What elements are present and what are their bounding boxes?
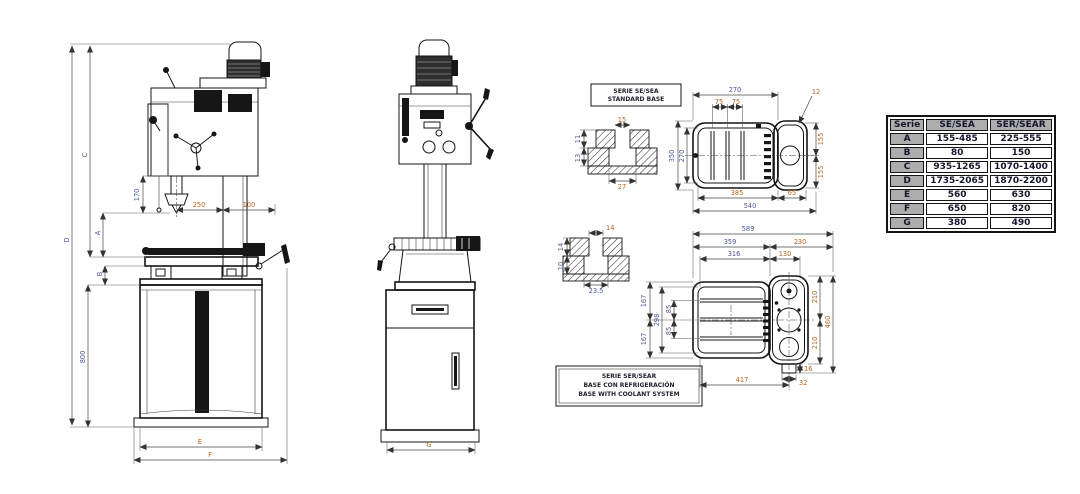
table-cell-value: 1870-2200 [990, 175, 1052, 187]
dim-label-tslot-27: 27 [618, 183, 626, 191]
dim-label-270-top: 270 [729, 86, 742, 94]
table-cell-value: 1070-1400 [990, 161, 1052, 173]
dim-label-800: 800 [79, 351, 87, 364]
table-row: A 155-485 225-555 [890, 133, 1052, 145]
table-row: F 650 820 [890, 203, 1052, 215]
dim-label-tslot-11: 11 [574, 135, 582, 143]
table-row: D 1735-2065 1870-2200 [890, 175, 1052, 187]
standard-base-title-line2: STANDARD BASE [608, 96, 665, 103]
dim-label-75a: 75 [715, 98, 723, 106]
coolant-base-title-line1: SERIE SER/SEAR [602, 373, 657, 380]
dim-label-75b: 75 [732, 98, 740, 106]
dim-label-tslot-13: 13 [574, 154, 582, 162]
table-cell-value: 150 [990, 147, 1052, 159]
dim-label-589: 589 [742, 225, 755, 233]
coolant-tslot-detail: 14 14 10 23.5 [557, 224, 630, 295]
front-view-drawing [377, 39, 494, 443]
coolant-base-title-line3: BASE WITH COOLANT SYSTEM [578, 391, 679, 398]
dim-label-298: 298 [653, 314, 661, 327]
standard-base-plan: 270 75 75 12 350 270 155 155 385 65 540 [668, 86, 825, 214]
table-cell-value: 490 [990, 217, 1052, 229]
dim-label-tslot-14-left: 14 [557, 243, 565, 251]
table-row: E 560 630 [890, 189, 1052, 201]
table-cell-serie: D [890, 175, 925, 187]
dimensions-table: Serie SE/SEA SER/SEAR A 155-485 225-555 … [886, 115, 1056, 233]
dim-label-16: 16 [804, 365, 812, 373]
table-header-se-sea: SE/SEA [926, 119, 989, 131]
table-cell-value: 155-485 [926, 133, 989, 145]
dim-label-tslot-14-top: 14 [606, 224, 614, 232]
standard-base-title-line1: SERIE SE/SEA [613, 88, 658, 95]
dim-label-E: E [198, 438, 202, 446]
side-view-dimensions: C D A B 800 170 250 100 E F [63, 43, 288, 464]
table-cell-value: 380 [926, 217, 989, 229]
table-header-row: Serie SE/SEA SER/SEAR [890, 119, 1052, 131]
dim-label-65: 65 [788, 189, 796, 197]
dim-label-460: 460 [824, 316, 832, 329]
dim-label-155-top: 155 [817, 133, 825, 146]
dim-label-210-top: 210 [811, 291, 819, 304]
dim-label-540: 540 [744, 202, 757, 210]
dim-label-85-bottom: 85 [665, 327, 673, 335]
dim-label-170: 170 [133, 189, 141, 202]
dim-label-167-top: 167 [640, 295, 648, 308]
coolant-base-title-line2: BASE CON REFRIGERACIÓN [583, 382, 674, 389]
table-cell-value: 935-1265 [926, 161, 989, 173]
dim-label-359: 359 [724, 238, 737, 246]
table-cell-serie: C [890, 161, 925, 173]
dim-label-210-bottom: 210 [811, 337, 819, 350]
table-cell-value: 630 [990, 189, 1052, 201]
table-cell-serie: E [890, 189, 925, 201]
table-cell-value: 80 [926, 147, 989, 159]
table-cell-value: 225-555 [990, 133, 1052, 145]
dim-label-155-bottom: 155 [817, 166, 825, 179]
dim-label-230: 230 [794, 238, 807, 246]
table-cell-value: 1735-2065 [926, 175, 989, 187]
table-cell-value: 650 [926, 203, 989, 215]
dim-label-350: 350 [668, 150, 676, 163]
dim-label-B: B [96, 271, 104, 276]
dim-label-F: F [208, 451, 212, 459]
table-row: G 380 490 [890, 217, 1052, 229]
table-cell-serie: G [890, 217, 925, 229]
table-header-ser-sear: SER/SEAR [990, 119, 1052, 131]
dim-label-G: G [426, 441, 431, 449]
dim-label-250: 250 [193, 201, 206, 209]
table-cell-value: 560 [926, 189, 989, 201]
dim-label-32: 32 [799, 379, 807, 387]
dim-label-316: 316 [728, 250, 741, 258]
standard-tslot-detail: 15 11 13 27 [574, 116, 658, 191]
dim-label-tslot-23-5: 23.5 [589, 287, 604, 295]
coolant-base-plan: 589 359 230 316 130 167 167 298 85 85 21… [640, 225, 836, 390]
dim-label-tslot-10: 10 [557, 262, 565, 270]
table-cell-serie: A [890, 133, 925, 145]
table-row: C 935-1265 1070-1400 [890, 161, 1052, 173]
dim-label-D: D [63, 237, 71, 242]
coolant-base-label: SERIE SER/SEAR BASE CON REFRIGERACIÓN BA… [555, 365, 703, 407]
dim-label-130: 130 [779, 250, 792, 258]
table-row: B 80 150 [890, 147, 1052, 159]
side-view-drawing [133, 41, 290, 428]
table-header-serie: Serie [890, 119, 925, 131]
dim-label-tslot-15: 15 [618, 116, 626, 124]
dim-label-270-left: 270 [678, 150, 686, 163]
dim-label-A: A [94, 230, 102, 235]
front-view-dimensions: G [386, 441, 476, 454]
dim-label-167-bottom: 167 [640, 333, 648, 346]
dim-label-C: C [81, 152, 89, 157]
table-cell-serie: F [890, 203, 925, 215]
dim-label-12: 12 [812, 88, 820, 96]
dim-label-417: 417 [736, 376, 749, 384]
dim-label-385: 385 [731, 189, 744, 197]
standard-base-label: SERIE SE/SEA STANDARD BASE [590, 83, 682, 107]
dim-label-100: 100 [243, 201, 256, 209]
table-cell-value: 820 [990, 203, 1052, 215]
table-cell-serie: B [890, 147, 925, 159]
dim-label-85-top: 85 [665, 305, 673, 313]
